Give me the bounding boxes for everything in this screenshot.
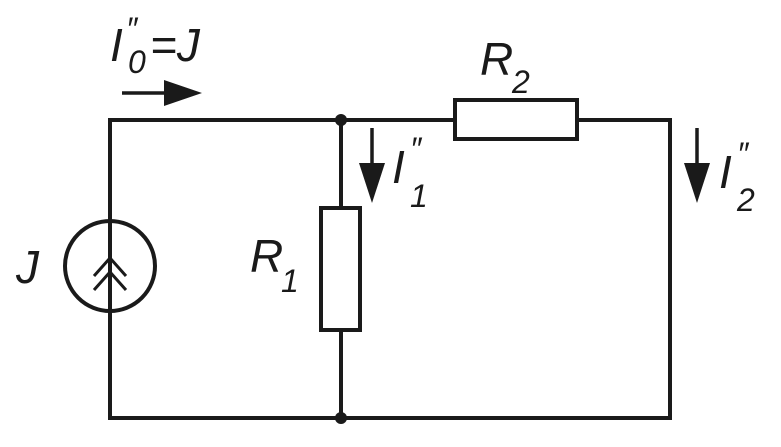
r1-label: R: [250, 230, 283, 282]
resistor-r1: [319, 206, 362, 332]
r2-subscript: 2: [511, 64, 530, 100]
r1-subscript: 1: [281, 263, 299, 299]
i0-prime: ″: [126, 11, 139, 47]
i2-prime: ″: [737, 136, 750, 172]
i1-prime: ″: [410, 131, 423, 167]
i0-equals-j: =J: [150, 19, 201, 71]
arrow-down-icon: [359, 163, 385, 203]
source-label: J: [15, 241, 40, 293]
arrow-i2: [684, 128, 710, 203]
i2-label: I: [719, 146, 732, 198]
resistor-r2: [453, 98, 579, 141]
arrow-right-icon: [164, 80, 202, 106]
i1-label: I: [392, 141, 405, 193]
chevron-up-icon: [92, 255, 128, 277]
arrow-i1: [359, 128, 385, 203]
i0-label: I: [110, 19, 123, 71]
arrow-down-icon-2: [684, 163, 710, 203]
chevron-up-icon-2: [92, 269, 128, 291]
i2-subscript: 2: [736, 182, 755, 218]
wires: [108, 118, 672, 420]
current-source: [63, 219, 157, 313]
i1-subscript: 1: [410, 178, 428, 214]
arrow-i0: [122, 80, 202, 106]
r2-label: R: [480, 33, 513, 85]
i0-subscript: 0: [128, 44, 146, 80]
node-bottom: [335, 412, 347, 424]
node-top: [335, 114, 347, 126]
